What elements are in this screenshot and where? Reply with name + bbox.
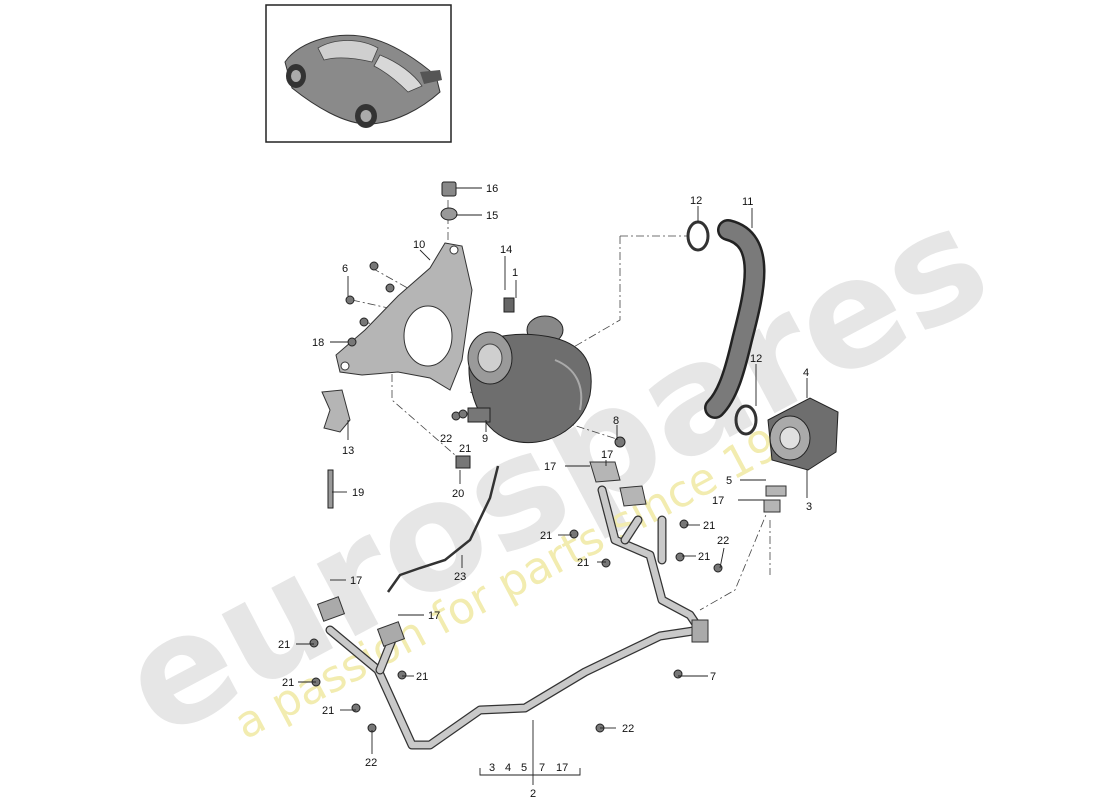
callout-17: 17 — [428, 610, 440, 622]
gasket — [589, 461, 621, 483]
callout-4: 4 — [803, 367, 809, 379]
callout-leaders — [296, 187, 808, 785]
callout-3: 3 — [806, 501, 812, 513]
hose-clamp-upper — [686, 220, 710, 252]
callout-21: 21 — [416, 671, 428, 683]
callout-17: 17 — [601, 449, 613, 461]
assembly-item-17: 17 — [556, 762, 568, 774]
callout-11: 11 — [742, 196, 753, 208]
callout-21: 21 — [577, 557, 589, 569]
callout-20: 20 — [452, 488, 464, 500]
callout-21: 21 — [703, 520, 715, 532]
callout-1: 1 — [512, 267, 518, 279]
callout-21: 21 — [540, 530, 552, 542]
hose — [704, 219, 766, 419]
callout-9: 9 — [482, 433, 488, 445]
pipe-assembly — [316, 485, 709, 750]
callout-16: 16 — [486, 183, 498, 195]
callout-12: 12 — [750, 353, 762, 365]
gasket — [619, 485, 647, 507]
support-bracket — [321, 389, 351, 433]
callout-15: 15 — [486, 210, 498, 222]
callout-22: 22 — [622, 723, 634, 735]
callout-22: 22 — [717, 535, 729, 547]
assembly-item-4: 4 — [505, 762, 511, 774]
assembly-item-5: 5 — [521, 762, 527, 774]
callout-10: 10 — [413, 239, 425, 251]
gasket — [765, 485, 787, 497]
callout-21: 21 — [459, 443, 471, 455]
secondary-air-pump — [467, 315, 592, 444]
callout-21: 21 — [698, 551, 710, 563]
car-thumbnail-icon — [265, 4, 452, 143]
callout-13: 13 — [342, 445, 354, 457]
mounting-bracket — [335, 242, 473, 391]
callout-21: 21 — [282, 677, 294, 689]
assembly-item-3: 3 — [489, 762, 495, 774]
callout-17: 17 — [544, 461, 556, 473]
callout-22: 22 — [365, 757, 377, 769]
hose-clamp-lower — [734, 404, 758, 436]
callout-18: 18 — [312, 337, 324, 349]
callout-23: 23 — [454, 571, 466, 583]
thin-line — [386, 465, 500, 593]
callout-17: 17 — [350, 575, 362, 587]
combination-valve — [767, 397, 839, 471]
callout-17: 17 — [712, 495, 724, 507]
callout-22: 22 — [440, 433, 452, 445]
callout-12: 12 — [690, 195, 702, 207]
assembly-item-7: 7 — [539, 762, 545, 774]
callout-5: 5 — [726, 475, 732, 487]
callout-14: 14 — [500, 244, 512, 256]
callout-2: 2 — [530, 788, 536, 800]
callout-7: 7 — [710, 671, 716, 683]
callout-21: 21 — [322, 705, 334, 717]
callout-8: 8 — [613, 415, 619, 427]
callout-19: 19 — [352, 487, 364, 499]
callout-6: 6 — [342, 263, 348, 275]
gasket — [763, 499, 781, 513]
callout-21: 21 — [278, 639, 290, 651]
callout-labels: 1 11 12 12 4 3 5 17 16 15 10 14 6 18 13 … — [278, 183, 812, 800]
